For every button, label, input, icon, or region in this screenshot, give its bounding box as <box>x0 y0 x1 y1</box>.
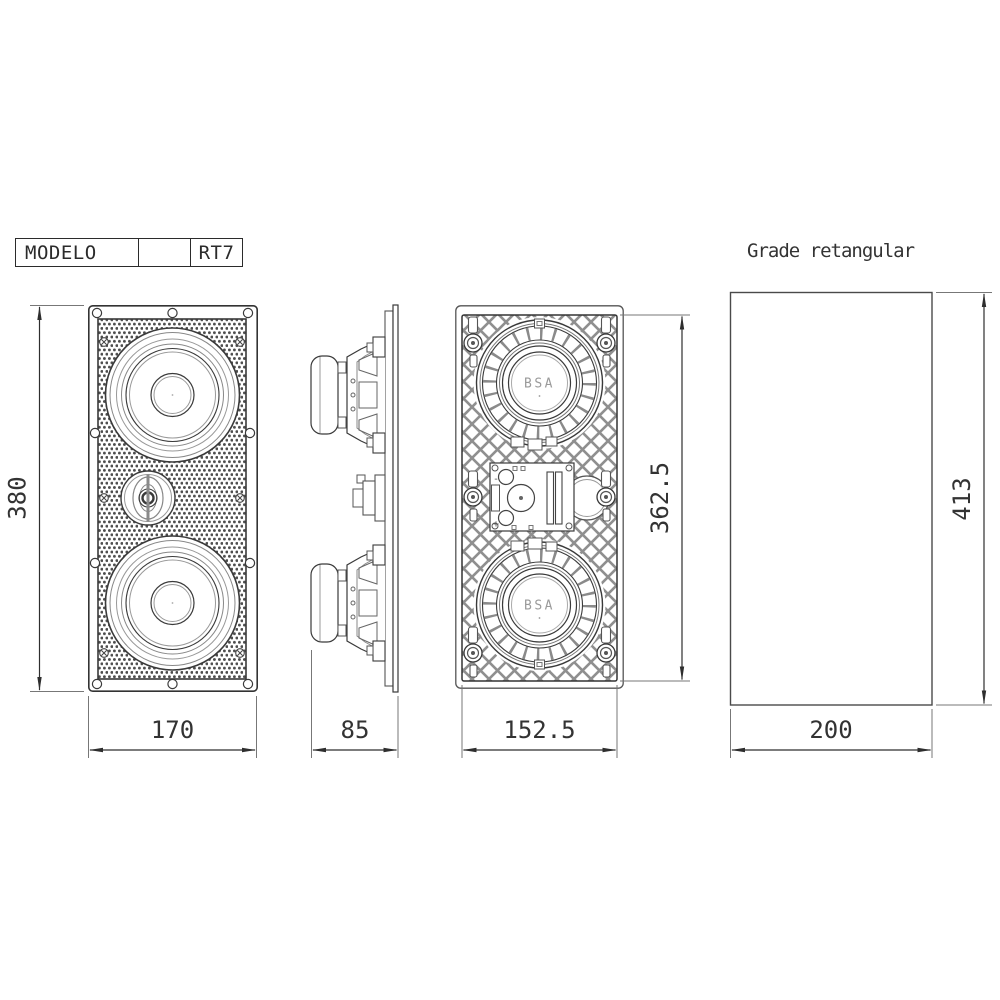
frame-screw-hole-icon <box>91 678 103 690</box>
dimension-front-height: 380 <box>4 305 84 692</box>
title-block: MODELO RT7 <box>15 238 243 267</box>
frame-screw-hole-icon <box>89 427 101 439</box>
polarity-minus-mark: - <box>493 474 499 485</box>
dimension-grille-height: 413 <box>936 292 992 706</box>
frame-screw-hole-icon <box>244 557 256 569</box>
rear-bottom-woofer <box>474 538 606 671</box>
frame-screw-hole-icon <box>242 678 254 690</box>
front-top-woofer <box>104 327 241 463</box>
grille-screw-icon <box>99 648 109 658</box>
model-value-cell: RT7 <box>191 239 242 266</box>
capacitor <box>497 468 515 486</box>
frame-screw-hole-icon <box>91 307 103 319</box>
title-block-empty-cell <box>139 239 191 266</box>
front-tweeter <box>120 470 176 526</box>
grille-screw-icon <box>235 648 245 658</box>
front-bottom-woofer <box>104 535 241 671</box>
side-view <box>310 304 399 693</box>
rear-cutout-outline <box>461 314 618 682</box>
rear-view: - + <box>455 305 624 689</box>
dimension-side-depth: 85 <box>311 650 399 758</box>
dim-grille-height-label: 413 <box>948 477 976 520</box>
grille-screw-icon <box>235 493 245 503</box>
polarity-plus-mark: + <box>493 519 499 530</box>
crossover-board: - + <box>489 462 575 532</box>
capacitor-block <box>554 471 563 525</box>
side-tweeter <box>352 474 386 522</box>
dim-front-height-label: 380 <box>4 476 32 519</box>
dim-grille-width-label: 200 <box>809 716 852 744</box>
capacitor-block <box>546 471 555 525</box>
frame-screw-hole-icon <box>167 307 178 319</box>
grille-screw-icon <box>235 337 245 347</box>
dimension-grille-width: 200 <box>730 709 933 758</box>
grille-caption: Grade retangular <box>747 240 915 262</box>
grille-screw-icon <box>99 337 109 347</box>
model-label: MODELO <box>25 241 97 264</box>
side-top-woofer <box>310 336 386 454</box>
model-label-cell: MODELO <box>16 239 139 266</box>
dimension-rear-cutout-height: 362.5 <box>620 314 690 682</box>
frame-screw-hole-icon <box>242 307 254 319</box>
resistor <box>491 484 500 512</box>
dim-rear-cutout-width-label: 152.5 <box>503 716 575 744</box>
grille-screw-icon <box>99 493 109 503</box>
capacitor <box>497 509 515 527</box>
dimension-rear-cutout-width: 152.5 <box>461 685 618 758</box>
rear-top-woofer <box>474 317 606 450</box>
frame-screw-hole-icon <box>89 557 101 569</box>
model-value: RT7 <box>198 241 235 264</box>
dimension-front-width: 170 <box>88 696 257 758</box>
frame-screw-hole-icon <box>244 427 256 439</box>
side-bottom-woofer <box>310 544 386 662</box>
dim-side-depth-label: 85 <box>341 716 370 744</box>
side-enclosure-wall <box>384 310 394 687</box>
dim-rear-cutout-height-label: 362.5 <box>646 462 674 534</box>
front-view <box>88 305 258 692</box>
side-flange-plate <box>392 304 399 693</box>
dim-front-width-label: 170 <box>151 716 194 744</box>
frame-screw-hole-icon <box>167 678 178 690</box>
rectangular-grille-view <box>729 291 933 706</box>
